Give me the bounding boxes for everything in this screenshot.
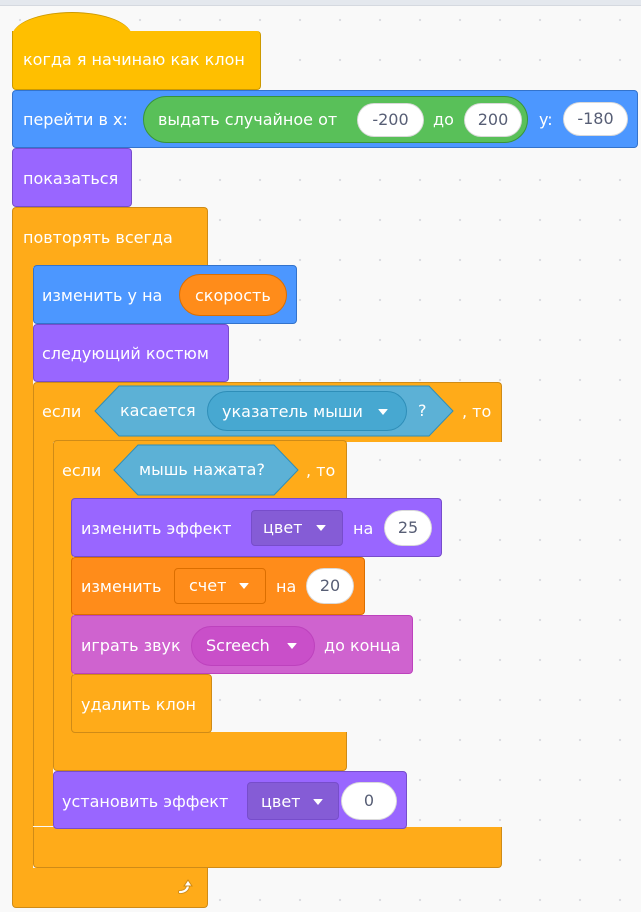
go-to-y-label: y: [539,110,553,129]
chevron-down-icon [239,583,249,589]
loop-arrow-icon [178,879,193,894]
speed-variable-label: скорость [195,286,271,305]
set-effect-input[interactable]: 0 [341,782,397,820]
delete-clone-label: удалить клон [81,695,196,714]
pick-random-block[interactable]: выдать случайное от -200 до 200 [143,96,528,143]
touching-label: касается [120,401,196,420]
change-score-block[interactable]: изменить счет на 20 [71,557,365,615]
show-label: показаться [23,169,119,188]
forever-label: повторять всегда [23,228,173,247]
if-touching-if-label: если [42,402,82,421]
delete-clone-block[interactable]: удалить клон [71,674,212,733]
play-sound-until-done-block[interactable]: играть звук Screech до конца [71,615,413,674]
change-effect-input[interactable]: 25 [384,510,432,546]
change-effect-dropdown[interactable]: цвет [251,510,343,546]
sound-dropdown[interactable]: Screech [191,626,315,666]
go-to-xy-block[interactable]: перейти в x: выдать случайное от -200 до… [12,90,638,148]
random-from-input[interactable]: -200 [357,103,424,137]
change-y-label: изменить у на [42,286,163,305]
sound-value: Screech [206,636,270,655]
chevron-down-icon [378,409,388,415]
hat-label: когда я начинаю как клон [23,50,245,69]
change-effect-value: цвет [263,518,303,537]
if-mouse-arm [53,498,73,733]
chevron-down-icon [313,799,323,805]
change-effect-label: изменить эффект [81,519,232,538]
if-mouse-then-label: , то [306,461,336,480]
if-mouse-bottom [53,732,347,771]
play-sound-label: играть звук [81,636,181,655]
touching-target-label: указатель мыши [222,402,363,421]
when-i-start-as-clone-block[interactable]: когда я начинаю как клон [12,31,261,90]
workspace-top-border [0,0,641,6]
change-y-block[interactable]: изменить у на скорость [33,265,297,324]
set-effect-value: цвет [261,792,301,811]
speed-variable-reporter[interactable]: скорость [179,274,287,316]
show-block[interactable]: показаться [12,148,132,207]
set-effect-label: установить эффект [62,792,229,811]
forever-arm [12,262,33,870]
mouse-down-label: мышь нажата? [139,460,265,479]
if-mouse-if-label: если [62,461,102,480]
score-variable-value: счет [189,576,227,595]
forever-bottom [12,868,208,908]
set-effect-dropdown[interactable]: цвет [247,782,339,820]
if-touching-arm [33,440,53,826]
change-score-by-label: на [276,577,297,596]
go-to-x-label: перейти в x: [23,110,128,129]
chevron-down-icon [316,525,326,531]
random-to-label: до [433,110,454,129]
pick-random-label: выдать случайное от [158,110,338,129]
if-touching-then-label: , то [462,402,492,421]
change-score-input[interactable]: 20 [306,568,354,604]
forever-block[interactable]: повторять всегда [12,207,208,267]
y-input[interactable]: -180 [563,102,628,136]
play-sound-until-label: до конца [324,636,401,655]
touching-target-dropdown[interactable]: указатель мыши [207,391,407,431]
change-effect-by-label: на [353,519,374,538]
next-costume-label: следующий костюм [42,344,209,363]
chevron-down-icon [287,643,297,649]
random-to-input[interactable]: 200 [464,103,522,137]
change-effect-block[interactable]: изменить эффект цвет на 25 [71,498,442,557]
next-costume-block[interactable]: следующий костюм [33,324,229,382]
touching-question-mark: ? [418,401,427,420]
set-effect-block[interactable]: установить эффект цвет 0 [53,771,407,829]
change-score-label: изменить [81,577,162,596]
if-touching-bottom [33,827,502,868]
mouse-down-condition[interactable] [113,444,299,496]
score-variable-dropdown[interactable]: счет [174,568,266,604]
